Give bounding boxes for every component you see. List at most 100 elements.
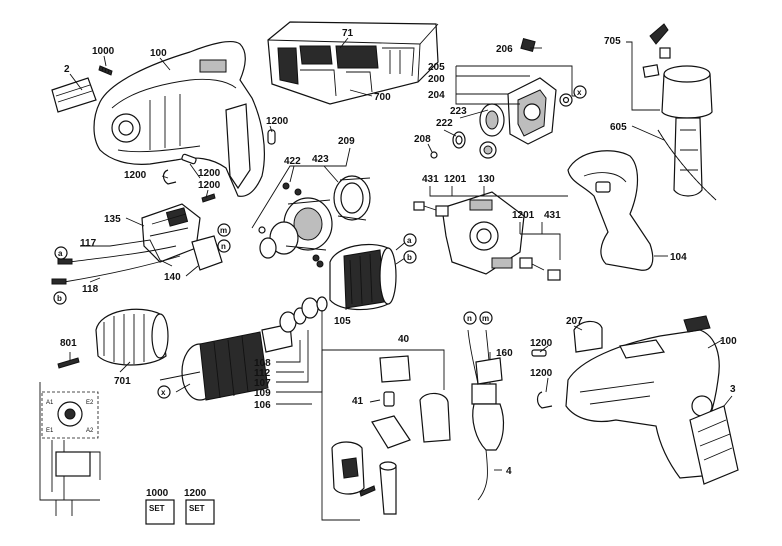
switch-135 — [141, 203, 201, 263]
grommet-1200-a — [267, 129, 276, 145]
label-sheet-2 — [51, 77, 97, 113]
label-209: 209 — [338, 136, 355, 147]
label-106: 106 — [254, 400, 271, 411]
depth-rod-605 — [657, 129, 717, 201]
svg-text:m: m — [220, 226, 227, 235]
label-1201-left: 1201 — [444, 174, 467, 185]
label-3: 3 — [730, 384, 736, 395]
chuck-701 — [95, 308, 169, 366]
switch-group-40 — [331, 355, 451, 515]
carry-case-700 — [267, 21, 439, 105]
set-badge-1200: SET 1200 — [184, 488, 215, 525]
label-200: 200 — [428, 74, 445, 85]
svg-text:a: a — [58, 249, 63, 258]
marker-m-switch: m — [217, 223, 231, 237]
label-1200-f: 1200 — [530, 368, 553, 379]
sleeve-222b — [479, 141, 497, 159]
clip-1200-b — [162, 169, 177, 185]
part-labels: 2 1000 100 71 700 206 705 205 200 204 22… — [60, 28, 737, 477]
grommet-1200-e — [531, 349, 547, 357]
wiring-label-e1: E1 — [46, 428, 54, 434]
label-1201-right: 1201 — [512, 210, 535, 221]
label-1200-a: 1200 — [266, 116, 289, 127]
label-422: 422 — [284, 156, 301, 167]
label-205: 205 — [428, 62, 445, 73]
label-100-bottom: 100 — [720, 336, 737, 347]
marker-a-left: a — [54, 246, 68, 260]
svg-text:n: n — [221, 242, 226, 251]
marker-b-left: b — [53, 291, 67, 305]
label-801: 801 — [60, 338, 77, 349]
bearing-222 — [452, 131, 466, 149]
strain-relief-160 — [475, 357, 503, 385]
brush-holder-130 — [441, 191, 525, 275]
label-431-right: 431 — [544, 210, 561, 221]
label-1200-d: 1200 — [198, 180, 221, 191]
label-1200-c: 1200 — [198, 168, 221, 179]
set-1000-number: 1000 — [146, 488, 169, 499]
wiring-label-a2: A2 — [86, 428, 94, 434]
side-handle-705 — [642, 23, 713, 197]
label-705: 705 — [604, 36, 621, 47]
label-109: 109 — [254, 388, 271, 399]
marker-b-stator: b — [403, 250, 417, 264]
rear-handle-104 — [567, 150, 654, 271]
washer-x-ring — [559, 93, 573, 107]
label-701: 701 — [114, 376, 131, 387]
grip-3 — [689, 405, 739, 485]
brush-431-left — [413, 201, 449, 217]
label-130: 130 — [478, 174, 495, 185]
gear-housing-209 — [333, 175, 371, 221]
set-badge-1000-text: SET — [149, 504, 165, 513]
brush-431-right — [519, 257, 561, 281]
bearing-109 — [301, 296, 328, 319]
label-108: 108 — [254, 358, 271, 369]
svg-text:m: m — [482, 314, 489, 323]
label-105: 105 — [334, 316, 351, 327]
svg-text:n: n — [467, 314, 472, 323]
label-71: 71 — [342, 28, 354, 39]
wiring-label-e2: E2 — [86, 400, 94, 406]
label-207: 207 — [566, 316, 583, 327]
label-117: 117 — [80, 238, 97, 249]
label-204: 204 — [428, 90, 445, 101]
bearing-108-112 — [279, 307, 307, 333]
svg-text:x: x — [577, 88, 582, 97]
power-cord-4 — [467, 329, 505, 501]
marker-n-switch: n — [217, 239, 231, 253]
marker-x-top: x — [573, 85, 587, 99]
label-104: 104 — [670, 252, 687, 263]
label-107: 107 — [254, 378, 271, 389]
svg-text:x: x — [161, 388, 166, 397]
label-135: 135 — [104, 214, 121, 225]
label-100-top: 100 — [150, 48, 167, 59]
cables-117-118 — [51, 245, 181, 285]
label-2: 2 — [64, 64, 70, 75]
label-222: 222 — [436, 118, 453, 129]
leader-lines — [69, 37, 733, 521]
screw-801 — [57, 357, 80, 369]
label-40: 40 — [398, 334, 410, 345]
label-1200-e: 1200 — [530, 338, 553, 349]
wiring-label-a1: A1 — [46, 400, 54, 406]
gear-223 — [479, 103, 505, 137]
screw-1000 — [98, 65, 113, 76]
label-1000: 1000 — [92, 46, 115, 57]
pin-208 — [430, 151, 438, 159]
housing-half-100 — [93, 40, 265, 197]
set-badge-1000: SET 1000 — [145, 488, 175, 525]
marker-a-stator: a — [403, 233, 417, 247]
label-160: 160 — [496, 348, 513, 359]
stator-105 — [329, 243, 397, 311]
label-112: 112 — [254, 368, 271, 379]
label-206: 206 — [496, 44, 513, 55]
label-140: 140 — [164, 272, 181, 283]
gear-assembly-423 — [259, 197, 333, 259]
svg-text:b: b — [57, 294, 62, 303]
marker-m-cord: m — [479, 311, 493, 325]
label-431-left: 431 — [422, 174, 439, 185]
switch-cover-140 — [191, 235, 223, 271]
svg-text:b: b — [407, 253, 412, 262]
